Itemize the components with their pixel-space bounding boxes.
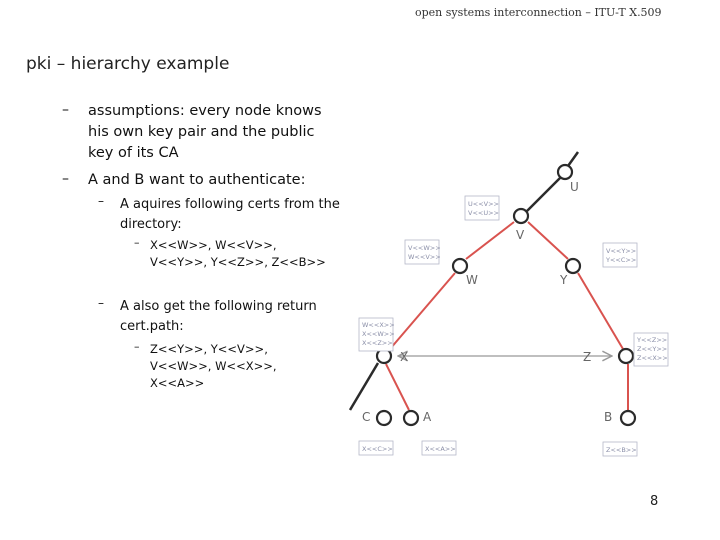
node-label-z: Z: [583, 350, 591, 364]
bullet-dash: –: [134, 236, 140, 249]
cert-x-2: X<<Z>>: [362, 339, 393, 347]
bullet-dash: –: [62, 171, 69, 187]
bullet-return-path: A also get the following return cert.pat…: [120, 299, 317, 334]
node-label-u: U: [570, 180, 579, 194]
edge-v-w: [465, 221, 515, 260]
node-label-b: B: [604, 410, 612, 424]
slide-header: open systems interconnection – ITU-T X.5…: [415, 6, 662, 19]
cert-x-1: X<<W>>: [362, 330, 395, 338]
cert-box-a: [421, 440, 457, 456]
bullet-dash: –: [62, 102, 69, 118]
cert-x-0: W<<X>>: [362, 321, 395, 329]
node-y: [564, 257, 582, 275]
cert-z-2: Z<<X>>: [637, 354, 668, 362]
cert-b-0: Z<<B>>: [606, 446, 637, 454]
bullet-cert-list-2: Z<<Y>>, Y<<V>>, V<<W>>, W<<X>>, X<<A>>: [150, 342, 277, 390]
edge-x-c: [348, 362, 380, 411]
edge-y-z: [577, 272, 624, 350]
bullet-assumptions: assumptions: every node knows his own ke…: [88, 103, 322, 161]
bullet-dash: –: [98, 194, 104, 208]
node-v: [512, 207, 530, 225]
node-label-a: A: [423, 410, 432, 424]
cert-box-u: [464, 195, 500, 221]
cert-z-1: Z<<Y>>: [637, 345, 667, 353]
edge-v-y: [527, 221, 569, 260]
edge-x-a: [385, 363, 410, 411]
cert-c-0: X<<C>>: [362, 445, 393, 453]
node-label-v: V: [516, 228, 525, 242]
node-label-c: C: [362, 410, 370, 424]
cert-w-0: V<<W>>: [408, 244, 441, 252]
cert-u-0: U<<V>>: [468, 200, 499, 208]
page-number: 8: [650, 494, 659, 509]
bullet-authenticate: A and B want to authenticate:: [88, 172, 306, 188]
node-b: [619, 409, 637, 427]
node-c: [375, 409, 393, 427]
cert-box-b: [602, 441, 638, 457]
cert-box-z: [633, 332, 669, 367]
node-label-w: W: [466, 273, 478, 287]
node-label-y: Y: [559, 273, 568, 287]
cert-box-w: [404, 239, 440, 265]
cert-y-1: Y<<C>>: [605, 256, 636, 264]
cert-box-c: [358, 440, 394, 456]
bullet-cert-list-1: X<<W>>, W<<V>>, V<<Y>>, Y<<Z>>, Z<<B>>: [150, 238, 326, 269]
bullet-dash: –: [98, 296, 104, 310]
node-z: [617, 347, 635, 365]
edge-w-x: [389, 272, 456, 350]
edge-u-v: [526, 175, 563, 212]
cert-box-y: [602, 242, 638, 268]
edge-root-u: [566, 151, 580, 167]
cert-z-0: Y<<Z>>: [636, 336, 667, 344]
cert-y-0: V<<Y>>: [606, 247, 636, 255]
node-u: [556, 163, 574, 181]
node-label-x: X: [400, 350, 408, 364]
slide-title: pki – hierarchy example: [26, 54, 230, 74]
bullet-dash: –: [134, 340, 140, 353]
cert-box-x: [358, 317, 394, 352]
node-w: [451, 257, 469, 275]
cert-w-1: W<<V>>: [408, 253, 441, 261]
bullet-acquires-certs: A aquires following certs from the direc…: [120, 197, 340, 232]
node-a: [402, 409, 420, 427]
cert-u-1: V<<U>>: [468, 209, 499, 217]
cert-a-0: X<<A>>: [425, 445, 456, 453]
